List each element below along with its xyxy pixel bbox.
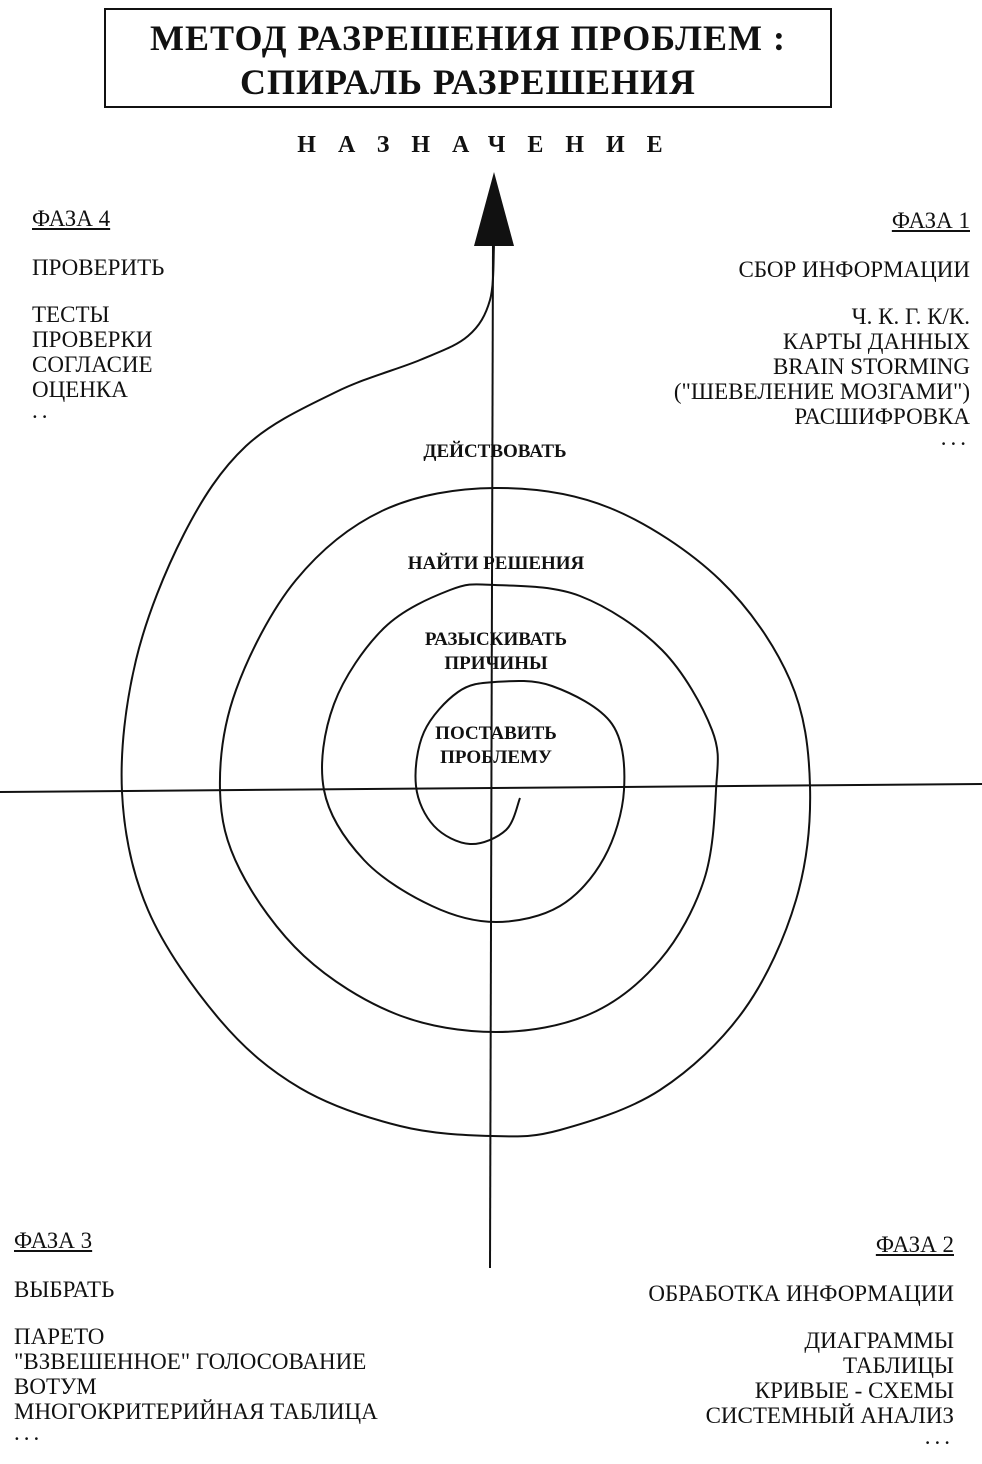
phase-3-item: ПАРЕТО xyxy=(14,1324,105,1349)
spiral-curve xyxy=(120,245,812,1138)
phase-2-item: СИСТЕМНЫЙ АНАЛИЗ xyxy=(705,1403,954,1428)
phase-1-item: Ч. К. Г. К/К. xyxy=(851,304,970,329)
phase-3-item: "ВЗВЕШЕННОЕ" ГОЛОСОВАНИЕ xyxy=(14,1349,367,1374)
phase-4-ellipsis: .. xyxy=(32,398,52,423)
phase-2-action: ОБРАБОТКА ИНФОРМАЦИИ xyxy=(648,1281,954,1306)
phase-3-block: ФАЗА 3 ВЫБРАТЬ ПАРЕТО "ВЗВЕШЕННОЕ" ГОЛОС… xyxy=(14,1228,378,1445)
phase-4-item: ПРОВЕРКИ xyxy=(32,327,153,352)
phase-2-item: ТАБЛИЦЫ xyxy=(842,1353,954,1378)
phase-4-block: ФАЗА 4 ПРОВЕРИТЬ ТЕСТЫ ПРОВЕРКИ СОГЛАСИЕ… xyxy=(32,206,165,423)
purpose-label: НАЗНАЧЕНИЕ xyxy=(297,132,685,158)
phase-2-item: ДИАГРАММЫ xyxy=(804,1328,954,1353)
phase-2-title: ФАЗА 2 xyxy=(875,1232,954,1257)
phase-4-title: ФАЗА 4 xyxy=(32,206,111,231)
phase-4-item: СОГЛАСИЕ xyxy=(32,352,153,377)
step-set-problem: ПОСТАВИТЬ ПРОБЛЕМУ xyxy=(435,723,557,768)
phase-1-ellipsis: ... xyxy=(940,425,970,450)
phase-4-item: ОЦЕНКА xyxy=(32,377,128,402)
phase-1-action: СБОР ИНФОРМАЦИИ xyxy=(738,257,970,282)
phase-3-title: ФАЗА 3 xyxy=(14,1228,93,1253)
title-line-2: СПИРАЛЬ РАЗРЕШЕНИЯ xyxy=(239,62,697,102)
title-box: МЕТОД РАЗРЕШЕНИЯ ПРОБЛЕМ : СПИРАЛЬ РАЗРЕ… xyxy=(104,8,832,108)
phase-1-item: ("ШЕВЕЛЕНИЕ МОЗГАМИ") xyxy=(673,379,970,404)
phase-2-block: ФАЗА 2 ОБРАБОТКА ИНФОРМАЦИИ ДИАГРАММЫ ТА… xyxy=(648,1232,954,1449)
vertical-axis xyxy=(489,239,494,1269)
step-find-solutions: НАЙТИ РЕШЕНИЯ xyxy=(407,553,585,574)
phase-1-title: ФАЗА 1 xyxy=(891,208,970,233)
phase-3-action: ВЫБРАТЬ xyxy=(14,1277,115,1302)
step-search-causes: РАЗЫСКИВАТЬ ПРИЧИНЫ xyxy=(424,629,568,674)
phase-1-block: ФАЗА 1 СБОР ИНФОРМАЦИИ Ч. К. Г. К/К. КАР… xyxy=(673,208,970,450)
phase-1-item: BRAIN STORMING xyxy=(772,354,970,379)
phase-3-item: МНОГОКРИТЕРИЙНАЯ ТАБЛИЦА xyxy=(14,1399,378,1424)
phase-4-action: ПРОВЕРИТЬ xyxy=(32,255,165,280)
title-line-1: МЕТОД РАЗРЕШЕНИЯ ПРОБЛЕМ : xyxy=(149,18,787,58)
phase-3-item: ВОТУМ xyxy=(14,1374,97,1399)
step-act: ДЕЙСТВОВАТЬ xyxy=(423,441,567,462)
phase-3-ellipsis: ... xyxy=(14,1420,44,1445)
phase-2-ellipsis: ... xyxy=(924,1424,954,1449)
arrow-up-icon xyxy=(474,172,514,246)
phase-1-item: КАРТЫ ДАННЫХ xyxy=(782,329,970,354)
phase-4-item: ТЕСТЫ xyxy=(32,302,110,327)
phase-2-item: КРИВЫЕ - СХЕМЫ xyxy=(754,1378,954,1403)
phase-1-item: РАСШИФРОВКА xyxy=(794,404,970,429)
